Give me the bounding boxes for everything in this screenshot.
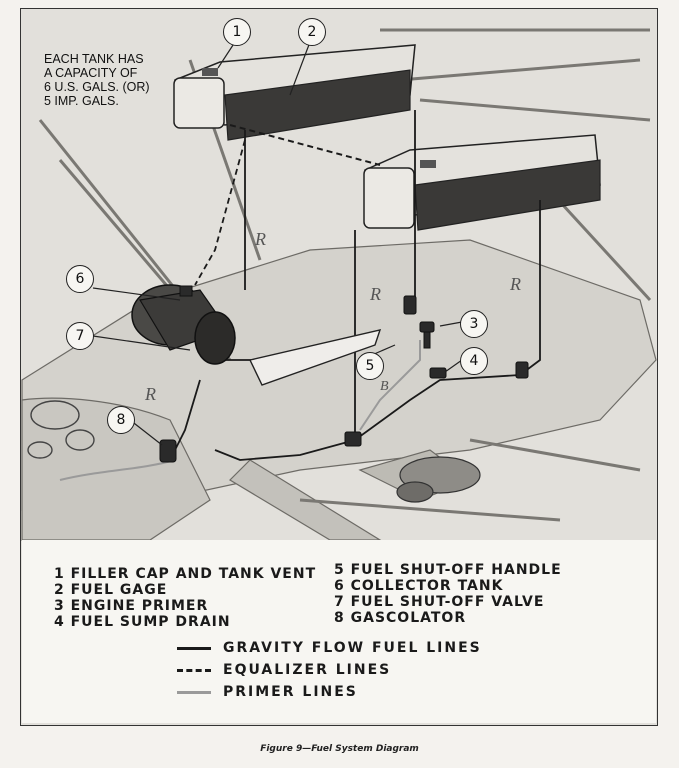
legend-item: 3 ENGINE PRIMER bbox=[54, 598, 209, 614]
legend-item: 2 FUEL GAGE bbox=[54, 582, 168, 598]
legend-item: 4 FUEL SUMP DRAIN bbox=[54, 614, 231, 630]
callout-8: 8 bbox=[107, 406, 135, 434]
legend-item: 5 FUEL SHUT-OFF HANDLE bbox=[334, 562, 562, 578]
tank-note-line: 5 IMP. GALS. bbox=[44, 94, 119, 108]
callout-3: 3 bbox=[460, 310, 488, 338]
key-primer-label: PRIMER LINES bbox=[223, 684, 358, 700]
legend-item: 7 FUEL SHUT-OFF VALVE bbox=[334, 594, 545, 610]
primer-lines bbox=[59, 340, 421, 481]
figure-caption: Figure 9—Fuel System Diagram bbox=[260, 744, 419, 754]
fuel-tank-right bbox=[363, 134, 601, 231]
svg-text:R: R bbox=[509, 274, 521, 294]
legend-item: 6 COLLECTOR TANK bbox=[334, 578, 504, 594]
fuel-system-drawing: R R R R B bbox=[21, 28, 657, 541]
legend-item: 8 GASCOLATOR bbox=[334, 610, 467, 626]
gray-line-swatch bbox=[177, 690, 211, 694]
callout-6: 6 bbox=[66, 265, 94, 293]
callout-7: 7 bbox=[66, 322, 94, 350]
svg-text:R: R bbox=[144, 384, 156, 404]
svg-text:R: R bbox=[254, 229, 266, 249]
tank-note-line: A CAPACITY OF bbox=[44, 66, 138, 80]
callout-1: 1 bbox=[223, 18, 251, 46]
engine-parts bbox=[396, 456, 481, 503]
drawing-marks: R R R R B bbox=[144, 229, 521, 404]
instrument-panel bbox=[27, 400, 95, 459]
legend-right-column: 5 FUEL SHUT-OFF HANDLE 6 COLLECTOR TANK … bbox=[334, 562, 562, 626]
fuel-tank-left bbox=[173, 44, 416, 141]
tank-note-line: 6 U.S. GALS. (OR) bbox=[44, 80, 150, 94]
key-gravity-label: GRAVITY FLOW FUEL LINES bbox=[223, 640, 482, 656]
tank-note-line: EACH TANK HAS bbox=[44, 52, 144, 66]
key-gravity-flow: GRAVITY FLOW FUEL LINES bbox=[177, 640, 482, 656]
tank-capacity-note: EACH TANK HAS A CAPACITY OF 6 U.S. GALS.… bbox=[44, 52, 174, 108]
svg-text:B: B bbox=[380, 379, 389, 394]
key-equalizer: EQUALIZER LINES bbox=[177, 662, 391, 678]
key-equalizer-label: EQUALIZER LINES bbox=[223, 662, 392, 678]
key-primer: PRIMER LINES bbox=[177, 684, 358, 700]
callout-4: 4 bbox=[460, 347, 488, 375]
shut-off-handle bbox=[248, 329, 382, 386]
equalizer-line bbox=[229, 124, 381, 166]
legend-left-column: 1 FILLER CAP AND TANK VENT 2 FUEL GAGE 3… bbox=[54, 566, 316, 630]
airframe bbox=[21, 239, 657, 541]
solid-line-swatch bbox=[177, 646, 211, 650]
collector-tank bbox=[131, 284, 236, 365]
svg-text:R: R bbox=[369, 284, 381, 304]
legend: 1 FILLER CAP AND TANK VENT 2 FUEL GAGE 3… bbox=[22, 540, 656, 723]
callout-2: 2 bbox=[298, 18, 326, 46]
dashed-line-swatch bbox=[177, 668, 211, 672]
callout-5: 5 bbox=[356, 352, 384, 380]
valves bbox=[159, 285, 529, 463]
legend-item: 1 FILLER CAP AND TANK VENT bbox=[54, 566, 317, 582]
